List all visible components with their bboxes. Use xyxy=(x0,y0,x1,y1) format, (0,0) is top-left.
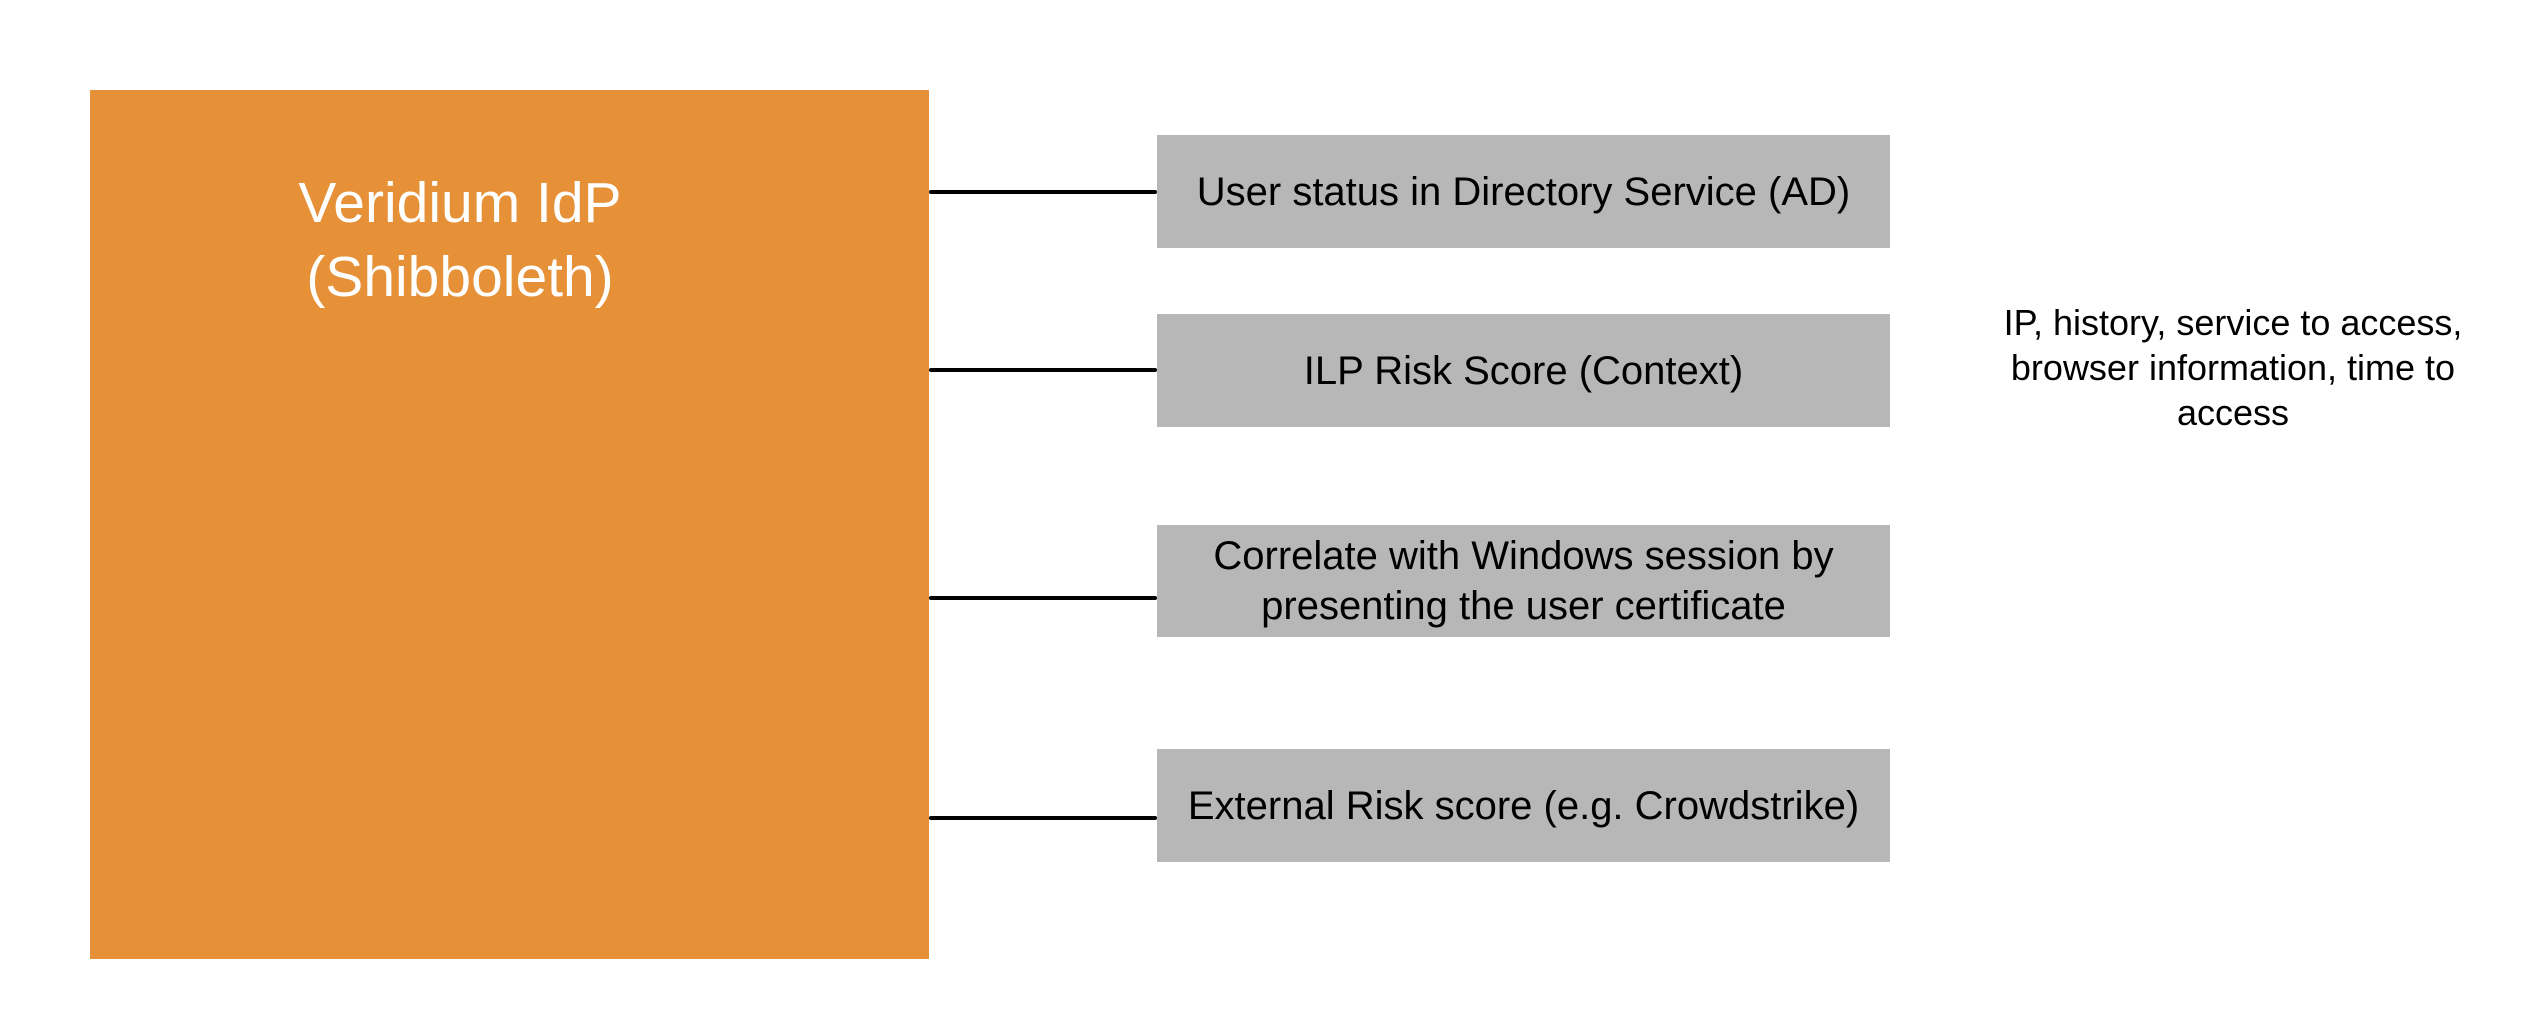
factor-box-ilp-risk-score: ILP Risk Score (Context) xyxy=(1157,314,1890,427)
connector-line-3 xyxy=(929,596,1157,600)
connector-line-1 xyxy=(929,190,1157,194)
idp-box: Veridium IdP (Shibboleth) xyxy=(90,90,929,959)
factor-box-user-status: User status in Directory Service (AD) xyxy=(1157,135,1890,248)
connector-line-4 xyxy=(929,816,1157,820)
factor-label: External Risk score (e.g. Crowdstrike) xyxy=(1187,783,1860,828)
connector-line-2 xyxy=(929,368,1157,372)
factor-label: Correlate with Windows session by presen… xyxy=(1213,534,1834,628)
factor-label: User status in Directory Service (AD) xyxy=(1196,169,1851,214)
factor-box-external-risk-score: External Risk score (e.g. Crowdstrike) xyxy=(1157,749,1890,862)
factor-label: ILP Risk Score (Context) xyxy=(1303,348,1744,393)
side-note: IP, history, service to access, browser … xyxy=(2003,302,2463,433)
factor-box-correlate-windows-session: Correlate with Windows session by presen… xyxy=(1157,525,1890,637)
idp-label: Veridium IdP (Shibboleth) xyxy=(298,171,622,309)
